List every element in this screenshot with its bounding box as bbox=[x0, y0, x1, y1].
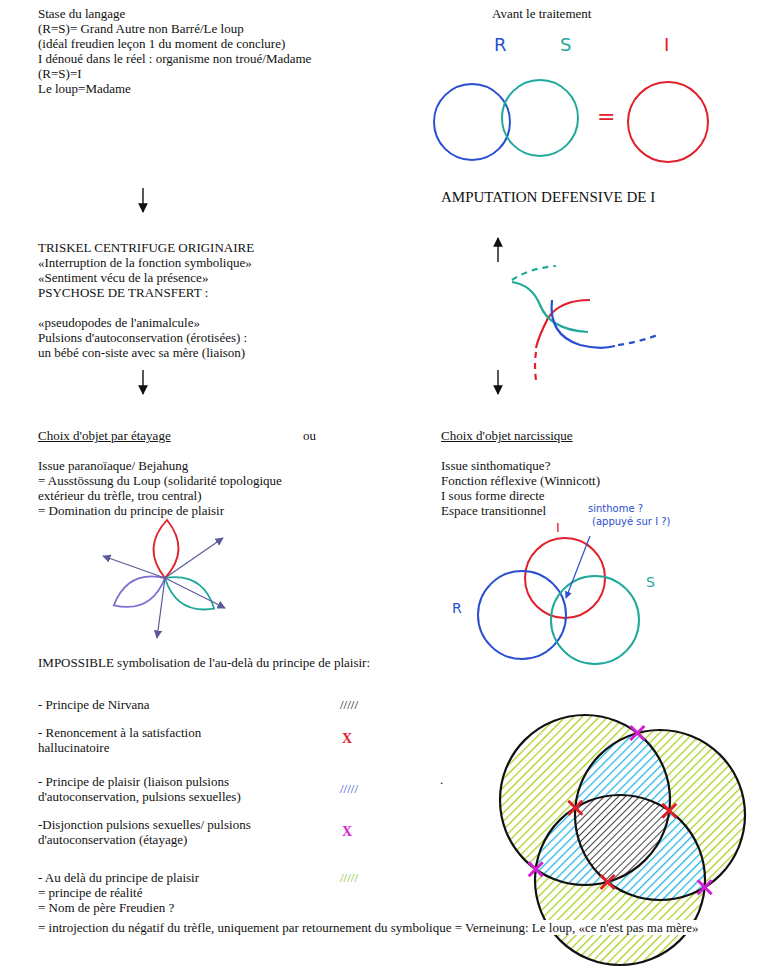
stray-dot: . bbox=[440, 772, 443, 787]
handwritten-note: (appuyé sur I ?) bbox=[592, 516, 671, 528]
list-item: - Principe de plaisir (liaison pulsions … bbox=[38, 774, 288, 804]
handwritten-note: sinthome ? bbox=[588, 503, 643, 515]
ring-letter: S bbox=[646, 574, 655, 590]
note-line: «Sentiment vécu de la présence» bbox=[38, 270, 208, 285]
note-line: = introjection du négatif du trèfle, uni… bbox=[38, 920, 743, 935]
note-line: Issue paranoïaque/ Bejahung bbox=[38, 458, 188, 473]
section-heading: IMPOSSIBLE symbolisation de l'au-delà du… bbox=[38, 655, 370, 670]
list-item: - Principe de Nirvana bbox=[38, 697, 150, 712]
note-line: = Domination du principe de plaisir bbox=[38, 503, 224, 518]
list-item: - Renoncement à la satisfaction hallucin… bbox=[38, 725, 243, 755]
cross-key: X bbox=[342, 824, 352, 840]
ring-figure bbox=[434, 80, 708, 162]
figure-caption: Avant le traitement bbox=[492, 6, 591, 21]
note-line: I dénoué dans le réel : organisme non tr… bbox=[38, 51, 311, 66]
note-line: Le loup=Madame bbox=[38, 81, 131, 96]
hatch-key: ///// bbox=[340, 781, 358, 796]
ring-letter: I bbox=[664, 34, 669, 55]
ring-letter: I bbox=[556, 520, 560, 535]
section-heading: PSYCHOSE DE TRANSFERT : bbox=[38, 285, 208, 300]
hatch-key: ///// bbox=[340, 697, 358, 712]
note-line: = principe de réalité bbox=[38, 885, 142, 900]
hatch-key: ///// bbox=[340, 870, 358, 885]
ring-letter: S bbox=[560, 34, 571, 55]
note-line: (R=S)=I bbox=[38, 66, 82, 81]
ring-letter: R bbox=[452, 600, 462, 616]
section-heading: AMPUTATION DEFENSIVE DE I bbox=[441, 189, 655, 206]
note-line: Fonction réflexive (Winnicott) bbox=[441, 473, 600, 488]
note-line: Espace transitionnel bbox=[441, 503, 546, 518]
triskel-figure bbox=[512, 266, 660, 380]
note-line: I sous forme directe bbox=[441, 488, 545, 503]
section-heading: TRISKEL CENTRIFUGE ORIGINAIRE bbox=[38, 240, 254, 255]
note-line: = Ausstössung du Loup (solidarité topolo… bbox=[38, 473, 282, 488]
equals-sign: = bbox=[597, 104, 615, 129]
list-item: - Au delà du principe de plaisir bbox=[38, 870, 199, 885]
triskel-petals bbox=[103, 520, 225, 638]
note-line: (R=S)= Grand Autre non Barré/Le loup bbox=[38, 21, 244, 36]
note-line: «Interruption de la fonction symbolique» bbox=[38, 255, 252, 270]
cross-key: X bbox=[342, 731, 352, 747]
note-line: un bébé con-siste avec sa mère (liaison) bbox=[38, 345, 245, 360]
note-line: «pseudopodes de l'animalcule» bbox=[38, 315, 200, 330]
conjunction: ou bbox=[303, 428, 316, 443]
note-line: (idéal freudien leçon 1 du moment de con… bbox=[38, 36, 285, 51]
choice-heading: Choix d'objet par étayage bbox=[38, 428, 171, 443]
list-item: -Disjonction pulsions sexuelles/ pulsion… bbox=[38, 817, 263, 847]
note-line: Issue sinthomatique? bbox=[441, 458, 550, 473]
note-line: = Nom de père Freudien ? bbox=[38, 900, 174, 915]
knot-figure bbox=[478, 536, 639, 664]
ring-letter: R bbox=[494, 34, 507, 55]
note-line: extérieur du trèfle, trou central) bbox=[38, 488, 202, 503]
note-line: Pulsions d'autoconservation (érotisées) … bbox=[38, 330, 247, 345]
note-line: Stase du langage bbox=[38, 6, 125, 21]
choice-heading: Choix d'objet narcissique bbox=[441, 428, 573, 443]
